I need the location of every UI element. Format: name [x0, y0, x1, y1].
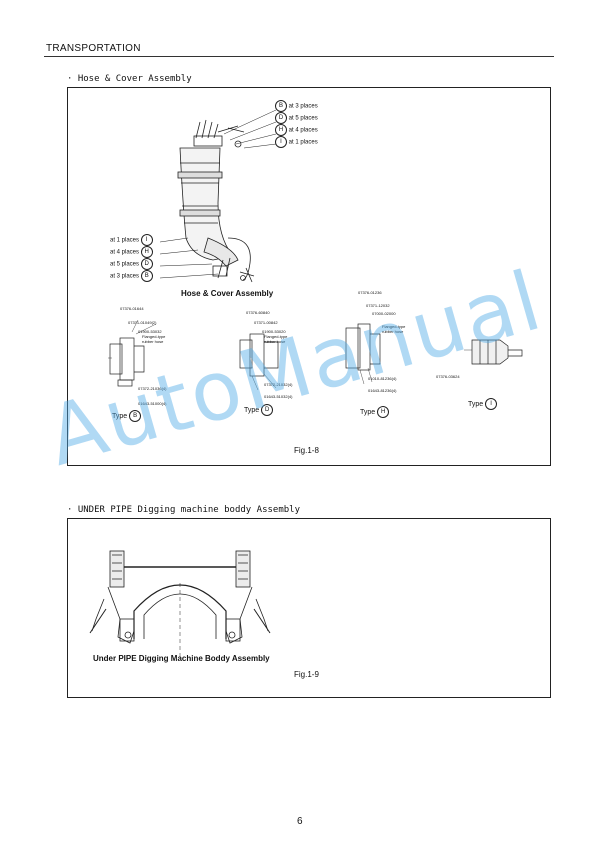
part-label: 01900-53020: [262, 329, 286, 334]
legend-row: at 1 places I: [110, 234, 153, 246]
callout-circle: I: [140, 234, 153, 246]
callout-circle: I: [275, 136, 287, 148]
type-d-detail: [239, 333, 279, 391]
legend-text: at 4 places: [110, 249, 140, 256]
part-label: 01010-81236(4): [368, 376, 397, 381]
part-label: 07376-01644: [120, 306, 144, 311]
section-heading-hose-cover: · Hose & Cover Assembly: [67, 74, 192, 84]
legend-right: B at 3 places D at 5 places H at 4 place…: [275, 100, 318, 148]
type-h-detail: [345, 323, 381, 385]
hose-cover-illustration: [108, 109, 523, 391]
legend-text: at 5 places: [110, 261, 140, 268]
callout-circle: I: [485, 398, 498, 410]
legend-row: at 3 places B: [110, 270, 153, 282]
legend-text: at 1 places: [288, 139, 318, 146]
type-b-detail: [108, 319, 157, 387]
type-i-detail: [464, 339, 523, 365]
part-label: rubber hose: [382, 329, 404, 334]
part-label: 07371-12032: [366, 303, 390, 308]
type-i-label: Type I: [468, 398, 498, 410]
part-label: 07376-60840: [246, 310, 270, 315]
part-label: 01643-51032(4): [264, 394, 293, 399]
legend-row: H at 4 places: [275, 124, 318, 136]
part-label: Flanged-type: [142, 334, 166, 339]
part-label: Flanged-type: [264, 334, 288, 339]
main-caption: Hose & Cover Assembly: [181, 289, 274, 298]
type-b-parts: 07376-01644 07371-01049(2) 01900-53032 F…: [120, 306, 165, 344]
fig-label-1-8: Fig.1-8: [294, 446, 319, 455]
type-d-parts: 07376-60840 07371-00842 01900-53020 Flan…: [240, 310, 287, 344]
part-label: 01643-51000(4): [138, 401, 167, 406]
part-label: 07372-21036(4): [138, 386, 167, 391]
callout-circle: B: [275, 100, 287, 112]
part-label: 07376-01236: [358, 290, 382, 295]
legend-row: at 5 places D: [110, 258, 153, 270]
type-d-label: Type D: [244, 404, 274, 416]
callout-circle: D: [275, 112, 287, 124]
under-pipe-illustration: [89, 550, 271, 659]
part-label: rubber hose: [264, 339, 286, 344]
callout-circle: H: [140, 246, 153, 258]
part-label: 07371-00842: [254, 320, 278, 325]
part-label: 01643-81236(4): [368, 388, 397, 393]
callout-circle: H: [275, 124, 287, 136]
header-rule: [44, 56, 554, 57]
fig-label-1-9: Fig.1-9: [294, 670, 319, 679]
callout-circle: B: [140, 270, 153, 282]
legend-row: I at 1 places: [275, 136, 318, 148]
type-b-label: Type B: [112, 410, 142, 422]
callout-circle: D: [261, 404, 274, 416]
callout-circle: H: [377, 406, 390, 418]
part-label: 01900-53032: [138, 329, 162, 334]
page-header: TRANSPORTATION: [46, 43, 141, 54]
legend-text: at 3 places: [288, 103, 318, 110]
legend-row: D at 5 places: [275, 112, 318, 124]
legend-text: at 4 places: [288, 127, 318, 134]
figure-box-hose-cover: B at 3 places D at 5 places H at 4 place…: [67, 87, 551, 466]
part-label: 07376-03624: [436, 374, 460, 379]
type-h-label: Type H: [360, 406, 390, 418]
part-label: Flanged-type: [382, 324, 406, 329]
part-label: 07371-01049(2): [128, 320, 157, 325]
figure-box-under-pipe: Under PIPE Digging Machine Boddy Assembl…: [67, 518, 551, 698]
callout-circle: B: [129, 410, 142, 422]
legend-left: at 1 places I at 4 places H at 5 places …: [110, 234, 153, 282]
part-label: rubber hose: [142, 339, 164, 344]
legend-text: at 3 places: [110, 273, 140, 280]
under-pipe-caption: Under PIPE Digging Machine Boddy Assembl…: [93, 654, 270, 663]
part-label: 07372-21032(4): [264, 382, 293, 387]
legend-text: at 5 places: [288, 115, 318, 122]
page-number: 6: [297, 816, 303, 827]
type-h-parts: 07376-01236 07371-12032 07000-02000 Flan…: [358, 290, 405, 334]
section-heading-under-pipe: · UNDER PIPE Digging machine boddy Assem…: [67, 505, 300, 515]
legend-row: B at 3 places: [275, 100, 318, 112]
part-label: 07000-02000: [372, 311, 396, 316]
legend-text: at 1 places: [110, 237, 140, 244]
callout-circle: D: [140, 258, 153, 270]
legend-row: at 4 places H: [110, 246, 153, 258]
